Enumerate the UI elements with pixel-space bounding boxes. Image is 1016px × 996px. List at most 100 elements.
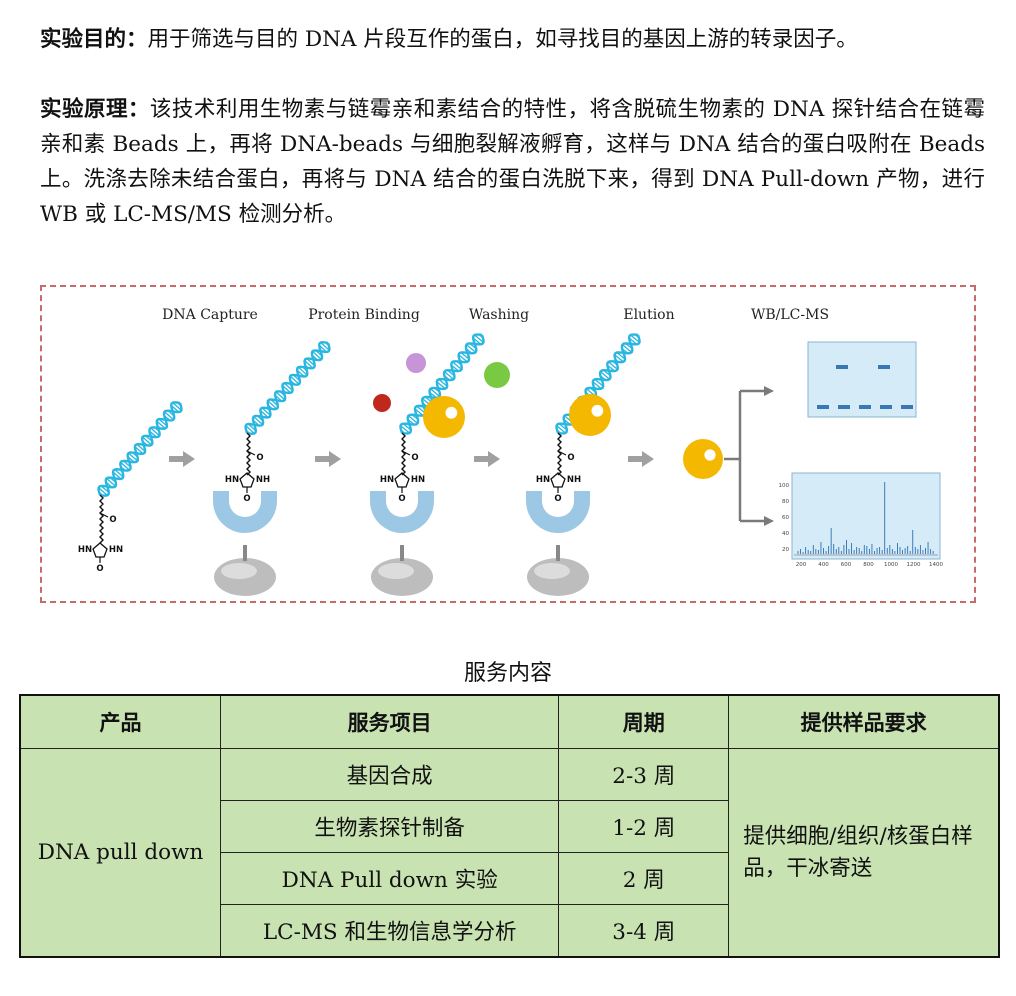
- arrow-head: [488, 451, 500, 467]
- period-cell: 2-3 周: [558, 748, 730, 801]
- x-tick-label: 200: [796, 562, 807, 568]
- dna-rung: [311, 350, 322, 360]
- blot-band: [859, 405, 871, 409]
- blot-band: [880, 405, 892, 409]
- protein-binding-site: [591, 404, 604, 417]
- stalk: [556, 545, 560, 561]
- dna-rung: [261, 407, 271, 416]
- linker-bond: [246, 450, 256, 456]
- protein-green: [484, 362, 510, 388]
- service-item-cell: LC-MS 和生物信息学分析: [220, 904, 560, 958]
- spectrum-panel: [791, 472, 941, 560]
- dna-rung: [150, 427, 160, 437]
- dna-rung: [465, 344, 477, 353]
- dna-rung: [120, 461, 130, 471]
- dna-rung: [592, 381, 602, 390]
- dna-rung: [297, 366, 308, 376]
- dna-rung: [284, 382, 293, 392]
- dna-strand: [399, 333, 483, 434]
- oxygen-label: O: [398, 494, 405, 504]
- blot-membrane: [807, 341, 917, 418]
- arrow-shaft: [169, 456, 185, 462]
- header-product: 产品: [19, 694, 222, 749]
- dna-rung: [275, 391, 286, 401]
- streptavidin-pocket: [370, 501, 434, 533]
- dna-rung: [436, 381, 446, 390]
- branch-arrow-head: [764, 386, 774, 396]
- streptavidin-bead: [213, 491, 277, 596]
- header-sample-requirement: 提供样品要求: [728, 694, 1000, 749]
- x-tick-label: 1200: [907, 562, 921, 568]
- protein-body: [423, 396, 465, 438]
- dna-rung: [556, 425, 566, 434]
- dna-rung: [304, 360, 314, 369]
- streptavidin-arm: [418, 491, 434, 501]
- bead-highlight: [534, 563, 570, 579]
- dna-strand: [246, 342, 331, 436]
- step-arrow: [474, 451, 500, 467]
- dna-rung: [400, 425, 410, 434]
- oxygen-label: O: [411, 453, 418, 463]
- step-arrow: [628, 451, 654, 467]
- biotin-ring: [92, 542, 108, 558]
- dna-rung: [98, 487, 108, 496]
- y-tick-label: 100: [779, 483, 790, 489]
- service-item-cell: 生物素探针制备: [220, 800, 560, 853]
- period-cell: 1-2 周: [558, 800, 730, 853]
- x-tick-label: 600: [841, 562, 852, 568]
- bead-highlight: [221, 563, 257, 579]
- dna-strand: [401, 334, 485, 435]
- streptavidin-pocket: [213, 501, 277, 533]
- linker-chain: [246, 432, 251, 476]
- biotin-ring: [394, 472, 410, 488]
- step-label: WB/LC-MS: [751, 307, 829, 323]
- dna-rung: [253, 416, 264, 426]
- branch-arrow-head: [764, 516, 774, 526]
- biotin-ring: [550, 472, 566, 488]
- oxygen-label: O: [256, 453, 263, 463]
- dna-rung: [156, 420, 166, 430]
- principle-paragraph: 实验原理：该技术利用生物素与链霉亲和素结合的特性，将含脱硫生物素的 DNA 探针…: [40, 92, 985, 232]
- service-table: 产品 服务项目 周期 提供样品要求 DNA pull down 基因合成 2-3…: [19, 694, 1000, 958]
- dna-strand: [99, 402, 183, 497]
- blot-band: [836, 365, 848, 369]
- dna-rung: [443, 371, 455, 380]
- protein-red: [373, 394, 391, 412]
- dna-helix: [399, 333, 485, 435]
- step-arrow: [169, 451, 195, 467]
- purpose-paragraph: 实验目的：用于筛选与目的 DNA 片段互作的蛋白，如寻找目的基因上游的转录因子。: [40, 22, 985, 57]
- blot-band: [838, 405, 850, 409]
- service-item-cell: 基因合成: [220, 748, 560, 801]
- y-tick-label: 20: [782, 547, 789, 553]
- dna-rung: [142, 436, 152, 446]
- header-period: 周期: [558, 694, 730, 749]
- linker-chain: [557, 432, 562, 476]
- hn-label: HN: [225, 475, 239, 485]
- dna-rung: [282, 384, 291, 394]
- dna-strand: [97, 401, 181, 496]
- hn-label: HN: [536, 475, 550, 485]
- dna-rung: [128, 452, 138, 462]
- blot-band: [901, 405, 913, 409]
- dna-rung: [438, 378, 448, 387]
- dna-rung: [106, 477, 116, 487]
- streptavidin-bead: [526, 491, 590, 596]
- dna-rung: [172, 402, 182, 411]
- service-item-cell: DNA Pull down 实验: [220, 852, 560, 905]
- arrow-shaft: [474, 456, 490, 462]
- western-blot-panel: [807, 341, 917, 418]
- arrow-head: [329, 451, 341, 467]
- x-tick-label: 800: [863, 562, 874, 568]
- dna-helix: [97, 401, 183, 497]
- oxygen-label: O: [109, 515, 116, 525]
- dna-rung: [474, 334, 484, 343]
- oxygen-label: O: [243, 494, 250, 504]
- stalk: [243, 545, 247, 561]
- dna-rung: [164, 411, 174, 421]
- dna-rung: [599, 371, 611, 380]
- hn-label: HN: [380, 475, 394, 485]
- arrow-shaft: [315, 456, 331, 462]
